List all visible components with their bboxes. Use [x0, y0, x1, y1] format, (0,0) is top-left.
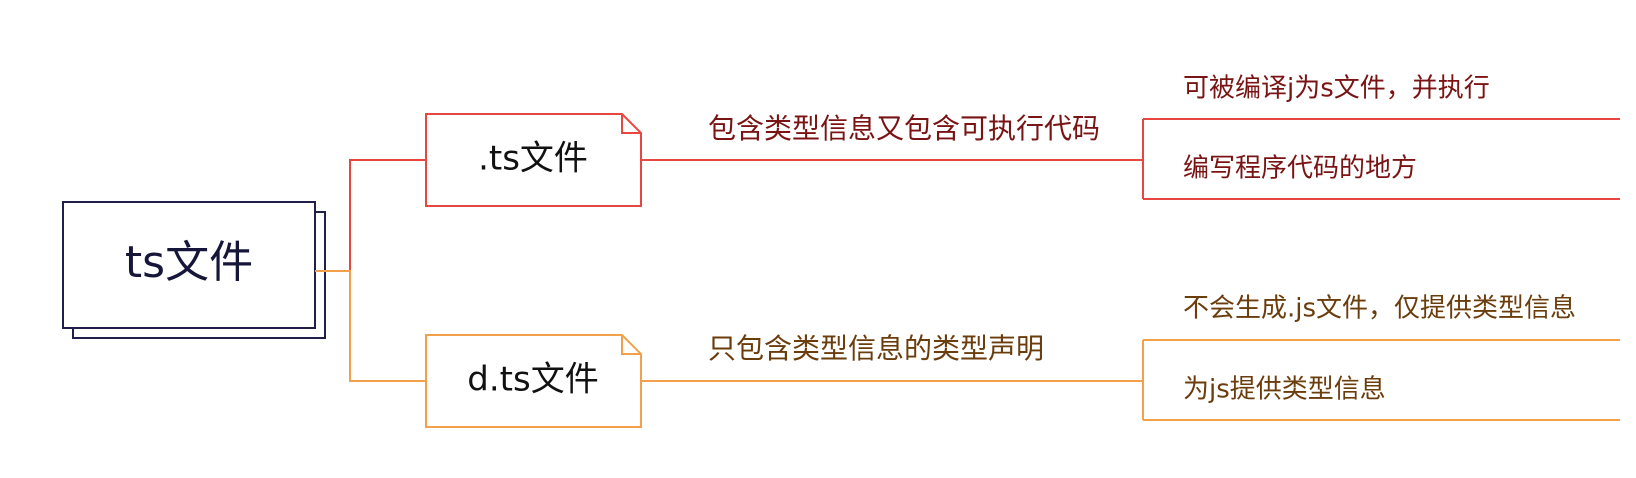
ts-detail-1[interactable]: 可被编译j为s文件，并执行 [1183, 74, 1490, 104]
node-dts-file-label: d.ts文件 [467, 360, 598, 400]
note-box-ts [425, 113, 642, 207]
dts-detail-1[interactable]: 不会生成.js文件，仅提供类型信息 [1183, 294, 1576, 324]
ts-detail-2[interactable]: 编写程序代码的地方 [1183, 154, 1417, 184]
root-connectors [315, 159, 426, 382]
root-node[interactable]: ts文件 [62, 201, 326, 339]
note-fold-ts [621, 114, 641, 134]
dts-detail-2[interactable]: 为js提供类型信息 [1183, 375, 1386, 405]
node-ts-file-label: .ts文件 [478, 139, 588, 179]
branch-ts: .ts文件 包含类型信息又包含可执行代码 可被编译j为s文件，并执行 编写程序代… [425, 74, 1620, 207]
node-dts-file[interactable]: d.ts文件 [425, 334, 642, 428]
root-node-label: ts文件 [125, 237, 253, 288]
root-node-box [62, 201, 316, 329]
dts-description[interactable]: 只包含类型信息的类型声明 [708, 332, 1044, 365]
connector-root-to-ts [315, 159, 426, 272]
ts-description[interactable]: 包含类型信息又包含可执行代码 [708, 112, 1100, 145]
node-ts-file[interactable]: .ts文件 [425, 113, 642, 207]
branch-dts: d.ts文件 只包含类型信息的类型声明 不会生成.js文件，仅提供类型信息 为j… [425, 294, 1620, 428]
note-box-dts [425, 334, 642, 428]
note-fold-dts [621, 335, 641, 355]
connector-root-to-dts [315, 270, 426, 382]
